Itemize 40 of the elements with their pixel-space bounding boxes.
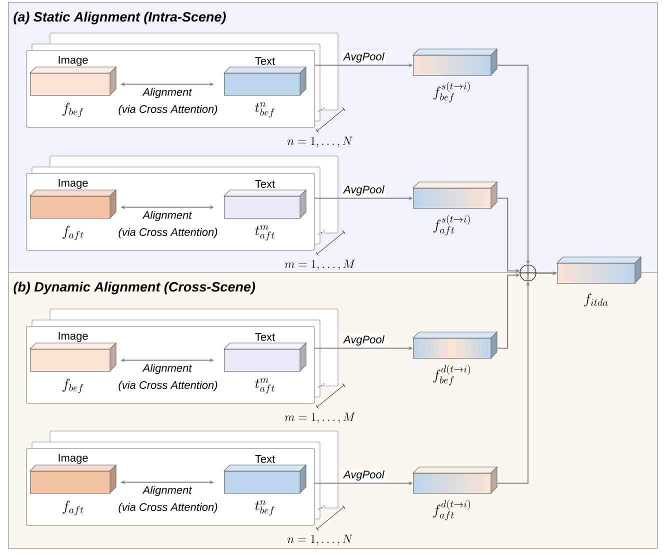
note-text: (via Cross Attention) [118, 502, 218, 514]
block-heading: Text [255, 455, 276, 463]
panel-heading: (a) Static Alignment (Intra-Scene) [14, 12, 226, 24]
feature-symbol: $f^{s(t\to i)}_{bef}$ [433, 82, 470, 102]
note-text: (via Cross Attention) [118, 380, 218, 392]
edge-label: AvgPool [342, 50, 386, 64]
feature-symbol: $f_{bef}$ [62, 378, 84, 394]
block-heading: Image [58, 454, 88, 464]
edge-label: AvgPool [342, 184, 386, 198]
sum-circle [519, 264, 537, 282]
feature-symbol: $t^{m}_{aft}$ [255, 225, 274, 241]
edge-label: Alignment [142, 486, 192, 496]
edge-label: AvgPool [342, 334, 386, 348]
count-formula: $m = 1, \ldots, M$ [284, 412, 355, 424]
feature-symbol: $f^{d(t\to i)}_{bef}$ [433, 364, 470, 386]
feature-symbol: $f_{bef}$ [62, 102, 84, 118]
feature-symbol: $f^{s(t\to i)}_{aft}$ [433, 214, 470, 236]
panel-heading: (b) Dynamic Alignment (Cross-Scene) [14, 282, 256, 294]
edge-label: AvgPool [342, 468, 386, 482]
block-heading: Image [58, 179, 88, 189]
feature-symbol: $f_{aft}$ [62, 500, 84, 516]
count-formula: $n = 1, \ldots, N$ [288, 534, 352, 546]
feature-symbol: $f_{itda}$ [584, 293, 608, 307]
block-heading: Text [255, 57, 276, 65]
feature-symbol: $f_{aft}$ [62, 226, 84, 240]
edge-label: Alignment [142, 210, 192, 222]
block-heading: Text [255, 333, 276, 341]
count-formula: $m = 1, \ldots, M$ [284, 260, 355, 270]
block-heading: Text [255, 180, 276, 188]
feature-symbol: $f^{d(t\to i)}_{aft}$ [433, 500, 470, 520]
feature-symbol: $t^{n}_{bef}$ [255, 102, 274, 118]
feature-symbol: $t^{m}_{aft}$ [255, 378, 274, 394]
block-heading: Image [58, 332, 88, 342]
edge-label: Alignment [142, 364, 192, 374]
note-text: (via Cross Attention) [118, 228, 218, 238]
edge-label: Alignment [142, 88, 192, 98]
feature-symbol: $t^{n}_{bef}$ [255, 500, 274, 516]
block-heading: Image [58, 56, 88, 66]
count-formula: $n = 1, \ldots, N$ [288, 136, 352, 148]
note-text: (via Cross Attention) [118, 104, 218, 116]
